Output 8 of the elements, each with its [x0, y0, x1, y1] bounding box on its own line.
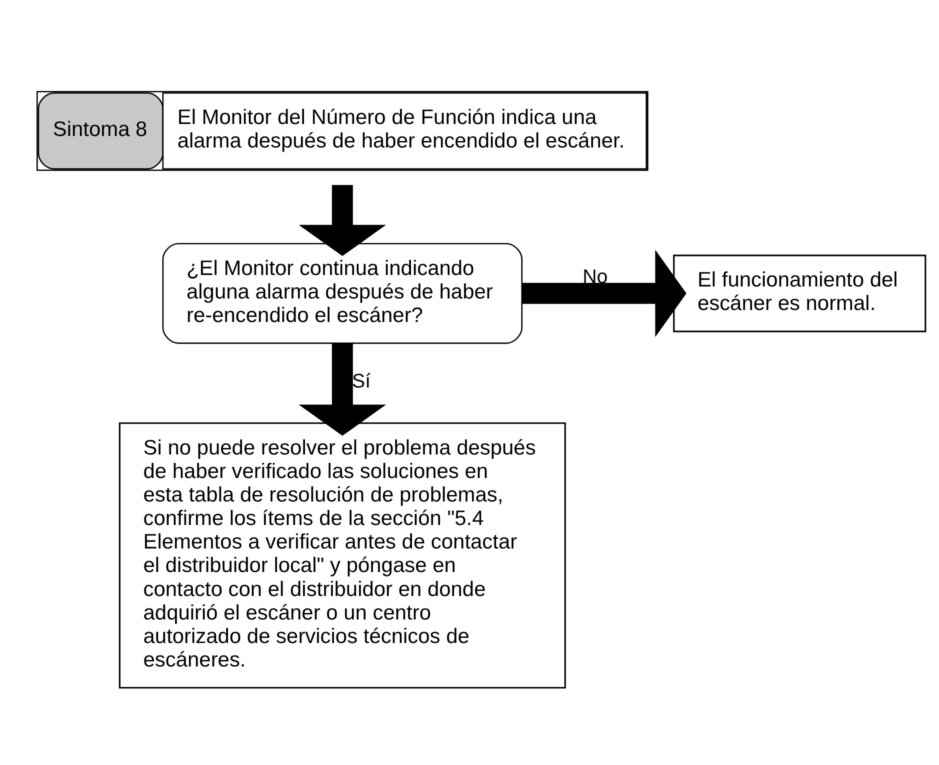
arrow	[298, 344, 386, 436]
node-box: Si no puede resolver el problema después de haber verificado las soluciones en esta tabla de resolución de problemas, confirme los ítems de la sección "5.4 Elementos a verificar antes de contactar el distribuidor local" y póngase en contacto con el distribuidor en donde adquirió el escáner o un centro autorizado de servicios técnicos de escáneres.	[118, 422, 566, 689]
edge-label: No	[582, 266, 608, 288]
node-box: El funcionamiento del escáner es normal.	[673, 254, 926, 332]
arrow	[522, 250, 686, 338]
edge-label: Sí	[352, 370, 371, 393]
node-box: ¿El Monitor continua indicando alguna alarma después de haber re-encendido el escáner?	[162, 242, 523, 344]
arrow	[298, 185, 386, 256]
